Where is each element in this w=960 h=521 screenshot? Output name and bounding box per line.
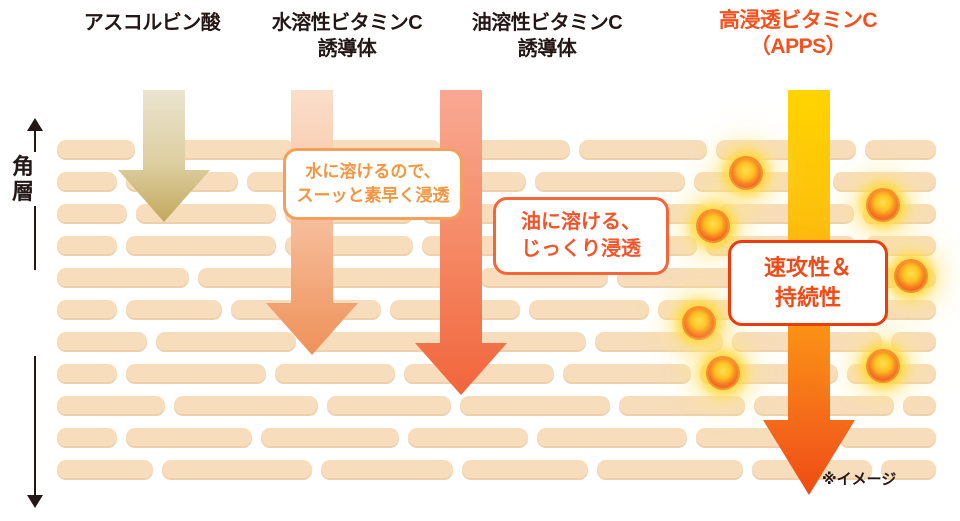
brick: [57, 204, 127, 224]
column-header-oil-soluble: 油溶性ビタミンC 誘導体: [471, 12, 623, 60]
brick: [57, 236, 117, 256]
brick: [619, 396, 745, 416]
brick: [881, 460, 936, 480]
apps-molecule-dot: [868, 351, 898, 381]
brick: [156, 332, 296, 352]
brick: [57, 364, 117, 384]
axis-line-lower: [34, 356, 36, 496]
brick: [198, 268, 316, 288]
axis-label-stratum-corneum: 角層: [6, 152, 40, 206]
apps-molecule-dot: [708, 358, 738, 388]
brick: [126, 364, 266, 384]
column-header-ascorbic-acid: アスコルビン酸: [83, 12, 221, 34]
brick: [162, 460, 312, 480]
brick: [57, 172, 117, 192]
brick: [126, 236, 276, 256]
column-header-apps: 高浸透ビタミンC （APPS）: [718, 9, 878, 58]
brick: [57, 396, 165, 416]
brick: [597, 460, 743, 480]
brick: [275, 364, 395, 384]
brick: [126, 300, 222, 320]
footnote-image-note: ※イメージ: [822, 471, 897, 488]
brick: [57, 460, 153, 480]
brick: [325, 268, 471, 288]
water-soluble-arrow: [266, 90, 358, 355]
apps-molecule-dot: [731, 158, 761, 188]
brick: [126, 428, 252, 448]
brick: [57, 300, 117, 320]
brick: [865, 140, 936, 160]
brick: [174, 396, 318, 416]
apps-molecule-dot: [896, 261, 926, 291]
apps-molecule-dot: [684, 308, 714, 338]
column-header-water-soluble: 水溶性ビタミンC 誘導体: [271, 12, 423, 60]
brick: [460, 396, 610, 416]
brick: [529, 300, 649, 320]
apps-molecule-dot: [868, 190, 898, 220]
apps-molecule-dot: [698, 211, 728, 241]
brick: [321, 460, 453, 480]
brick: [839, 428, 936, 448]
ascorbic-acid-arrow: [118, 90, 210, 222]
brick: [57, 268, 189, 288]
axis-arrow-down-icon: [27, 495, 43, 508]
brick: [305, 332, 455, 352]
brick: [535, 172, 685, 192]
brick: [408, 428, 528, 448]
brick: [579, 140, 707, 160]
brick: [327, 396, 451, 416]
brick: [57, 140, 135, 160]
brick: [537, 428, 687, 448]
brick: [595, 332, 723, 352]
callout-oil-soluble: 油に溶ける、 じっくり浸透: [493, 197, 669, 275]
brick: [261, 428, 399, 448]
brick: [57, 428, 117, 448]
callout-water-soluble: 水に溶けるので、 スーッと素早く浸透: [283, 148, 463, 220]
brick: [903, 396, 936, 416]
brick: [563, 364, 691, 384]
brick: [891, 332, 936, 352]
oil-soluble-arrow: [415, 90, 507, 395]
brick: [833, 172, 936, 192]
axis-arrow-up-icon: [27, 118, 43, 131]
brick: [462, 460, 588, 480]
brick: [57, 332, 147, 352]
callout-apps: 速攻性＆ 持続性: [728, 240, 888, 326]
